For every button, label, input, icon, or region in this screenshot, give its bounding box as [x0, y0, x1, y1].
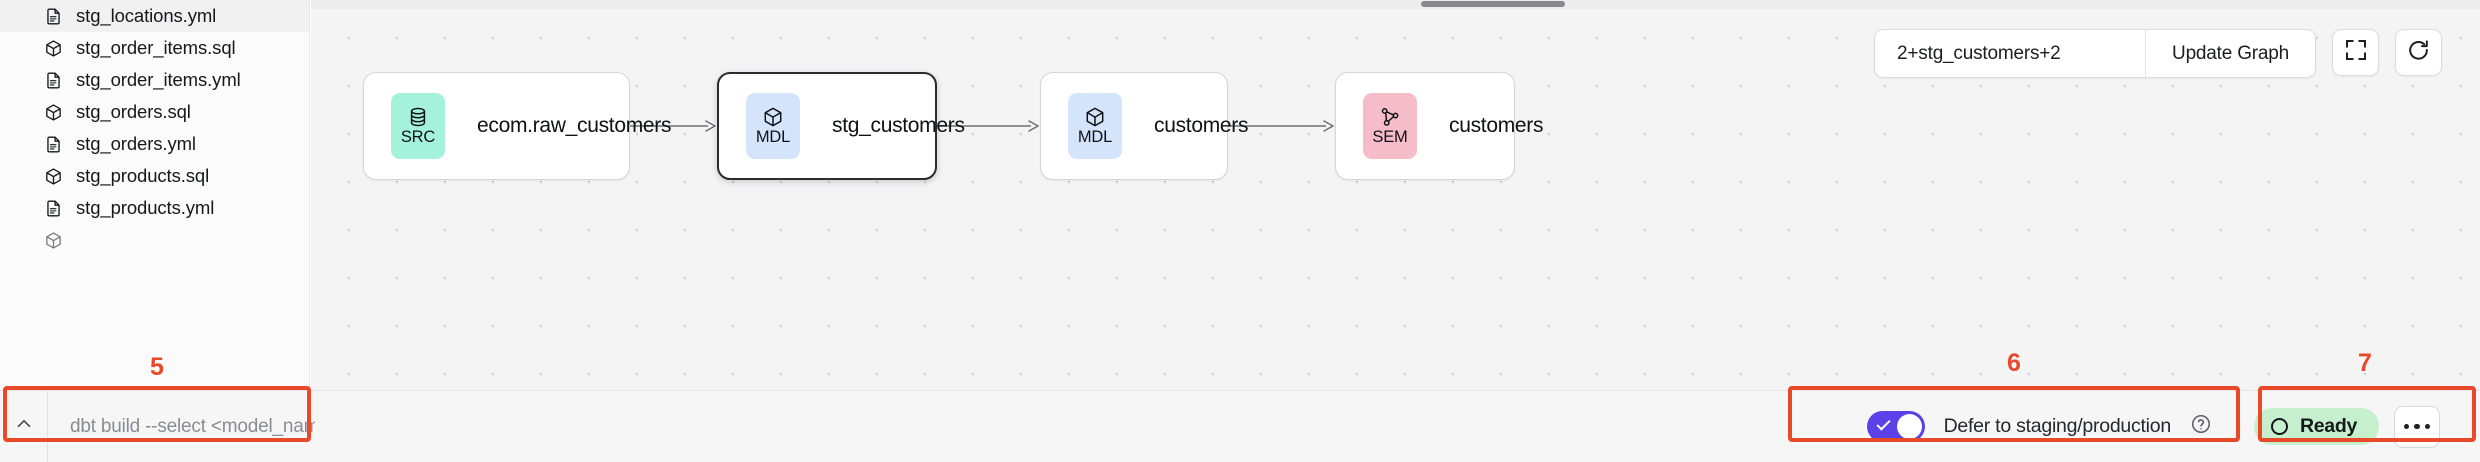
node-type-badge-sem: SEM	[1363, 93, 1417, 159]
help-circle-icon[interactable]	[2190, 413, 2212, 440]
semantic-graph-icon	[1379, 106, 1401, 128]
horizontal-scrollbar-thumb[interactable]	[1421, 1, 1565, 7]
file-tree-item[interactable]: stg_order_items.sql	[0, 32, 309, 64]
lineage-node-mdl-stg-customers[interactable]: MDL stg_customers	[717, 72, 965, 180]
file-tree-item[interactable]: stg_orders.yml	[0, 128, 309, 160]
node-type-badge-label: SEM	[1372, 128, 1408, 147]
sql-model-icon	[44, 231, 63, 250]
file-tree-item-label: stg_order_items.sql	[76, 37, 236, 58]
toggle-knob	[1896, 414, 1922, 439]
defer-to-staging-production-control: Defer to staging/production	[1851, 391, 2238, 462]
file-list: stg_locations.yml stg_order_items.sql stg_…	[0, 0, 309, 256]
database-icon	[407, 106, 429, 128]
yml-file-icon	[44, 71, 63, 90]
file-tree-item-label: stg_order_items.yml	[76, 69, 241, 90]
yml-file-icon	[44, 7, 63, 26]
refresh-graph-button[interactable]	[2395, 29, 2442, 76]
file-tree-item-partial[interactable]	[0, 224, 309, 256]
file-tree-item[interactable]: stg_orders.sql	[0, 96, 309, 128]
horizontal-scrollbar-track[interactable]	[311, 0, 2480, 9]
file-tree-item[interactable]: stg_locations.yml	[0, 0, 309, 32]
bottom-status-bar: Defer to staging/production Ready	[0, 390, 2480, 462]
file-tree-item[interactable]: stg_products.yml	[0, 192, 309, 224]
lineage-node-mdl-customers[interactable]: MDL customers	[1040, 72, 1248, 180]
lineage-node-title: customers	[1154, 114, 1249, 137]
fullscreen-expand-icon	[2344, 38, 2368, 67]
more-options-button[interactable]	[2394, 405, 2440, 448]
node-type-badge-mdl: MDL	[746, 93, 800, 159]
node-type-badge-label: MDL	[755, 128, 791, 147]
sql-model-icon	[44, 103, 63, 122]
update-graph-button[interactable]: Update Graph	[2145, 30, 2315, 77]
refresh-icon	[2406, 38, 2431, 68]
selector-group: Update Graph	[1874, 29, 2316, 78]
cube-icon	[762, 106, 784, 128]
file-tree-item-label: stg_products.sql	[76, 165, 210, 186]
run-status-group: Ready	[2238, 391, 2456, 462]
yml-file-icon	[44, 199, 63, 218]
status-bar-right: Defer to staging/production Ready	[1851, 391, 2480, 462]
fullscreen-expand-button[interactable]	[2332, 29, 2379, 76]
lineage-node-title: customers	[1449, 114, 1544, 137]
node-type-badge-label: MDL	[1077, 128, 1113, 147]
node-type-badge-src: SRC	[391, 93, 445, 159]
file-tree-item-label: stg_locations.yml	[76, 5, 217, 26]
command-bar-collapse-button[interactable]	[0, 391, 48, 462]
graph-selector-input[interactable]	[1875, 30, 2146, 77]
lineage-node-src-raw-customers[interactable]: SRC ecom.raw_customers	[363, 72, 671, 180]
sql-model-icon	[44, 167, 63, 186]
file-tree-item[interactable]: stg_order_items.yml	[0, 64, 309, 96]
defer-label: Defer to staging/production	[1943, 415, 2172, 437]
check-icon	[1875, 416, 1891, 431]
file-tree-item-label: stg_orders.yml	[76, 133, 196, 154]
lineage-node-sem-customers[interactable]: SEM customers	[1335, 72, 1543, 180]
cube-icon	[1084, 106, 1106, 128]
command-bar-region	[0, 391, 315, 462]
sql-model-icon	[44, 39, 63, 58]
file-tree-item-label: stg_orders.sql	[76, 101, 191, 122]
status-circle-icon	[2270, 418, 2288, 435]
status-badge-label: Ready	[2299, 415, 2357, 437]
lineage-node-title: ecom.raw_customers	[477, 114, 672, 137]
file-tree-sidebar[interactable]: stg_locations.yml stg_order_items.sql stg_…	[0, 0, 310, 390]
file-tree-item-label: stg_products.yml	[76, 197, 215, 218]
status-badge-ready[interactable]: Ready	[2253, 408, 2379, 445]
graph-toolbar: Update Graph	[1874, 29, 2442, 78]
ellipsis-icon	[2403, 423, 2431, 430]
dbt-command-input[interactable]	[48, 391, 315, 462]
node-type-badge-label: SRC	[400, 128, 436, 147]
chevron-up-icon	[13, 413, 35, 440]
file-tree-item[interactable]: stg_products.sql	[0, 160, 309, 192]
lineage-node-title: stg_customers	[832, 114, 965, 137]
node-type-badge-mdl: MDL	[1068, 93, 1122, 159]
yml-file-icon	[44, 135, 63, 154]
defer-toggle[interactable]	[1866, 411, 1925, 442]
